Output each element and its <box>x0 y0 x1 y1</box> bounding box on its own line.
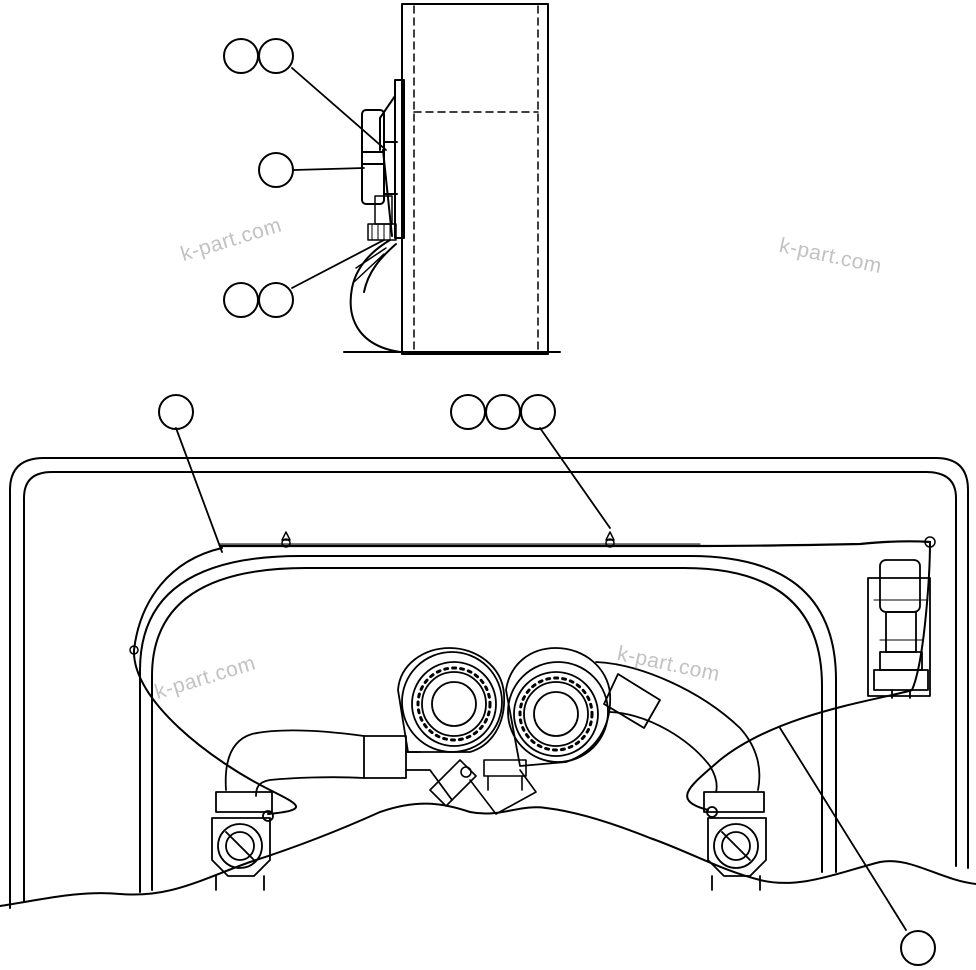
callout-triple-center <box>451 395 555 429</box>
drain-hose <box>351 240 400 352</box>
leader-line-bottom-right <box>780 728 906 930</box>
harness-rail <box>220 541 930 546</box>
left-ring-assembly <box>398 648 504 752</box>
callout-pair-upper <box>224 39 293 73</box>
left-valve <box>212 792 273 890</box>
cab-panel-dashed-lines <box>414 6 538 352</box>
leader-line-upper-single <box>294 168 364 170</box>
callout-single-upper <box>259 153 293 187</box>
leader-line-left <box>176 428 222 552</box>
callout-single-bottom-right <box>901 931 935 965</box>
inner-frame <box>24 472 956 902</box>
outer-frame <box>10 458 968 908</box>
left-wire <box>134 548 296 814</box>
cab-panel-outline <box>402 4 548 354</box>
callout-single-left <box>159 395 193 429</box>
leader-line-upper-pair <box>292 68 386 150</box>
arch-outer <box>140 556 836 892</box>
right-wire <box>687 542 930 810</box>
mounting-bracket <box>380 80 404 238</box>
upper-detail-view <box>292 4 560 354</box>
break-line <box>0 804 976 906</box>
right-valve <box>704 792 766 890</box>
right-hose <box>596 662 759 792</box>
callout-pair-lower <box>224 283 293 317</box>
center-connector <box>430 760 536 814</box>
arch-inner <box>152 568 822 890</box>
leader-line-center <box>540 428 610 528</box>
filter-housing <box>362 110 384 204</box>
right-solenoid <box>868 560 930 698</box>
left-hose <box>226 730 452 800</box>
main-view <box>0 428 976 930</box>
right-ring-assembly <box>506 648 610 766</box>
leader-line-lower-pair <box>292 240 384 288</box>
